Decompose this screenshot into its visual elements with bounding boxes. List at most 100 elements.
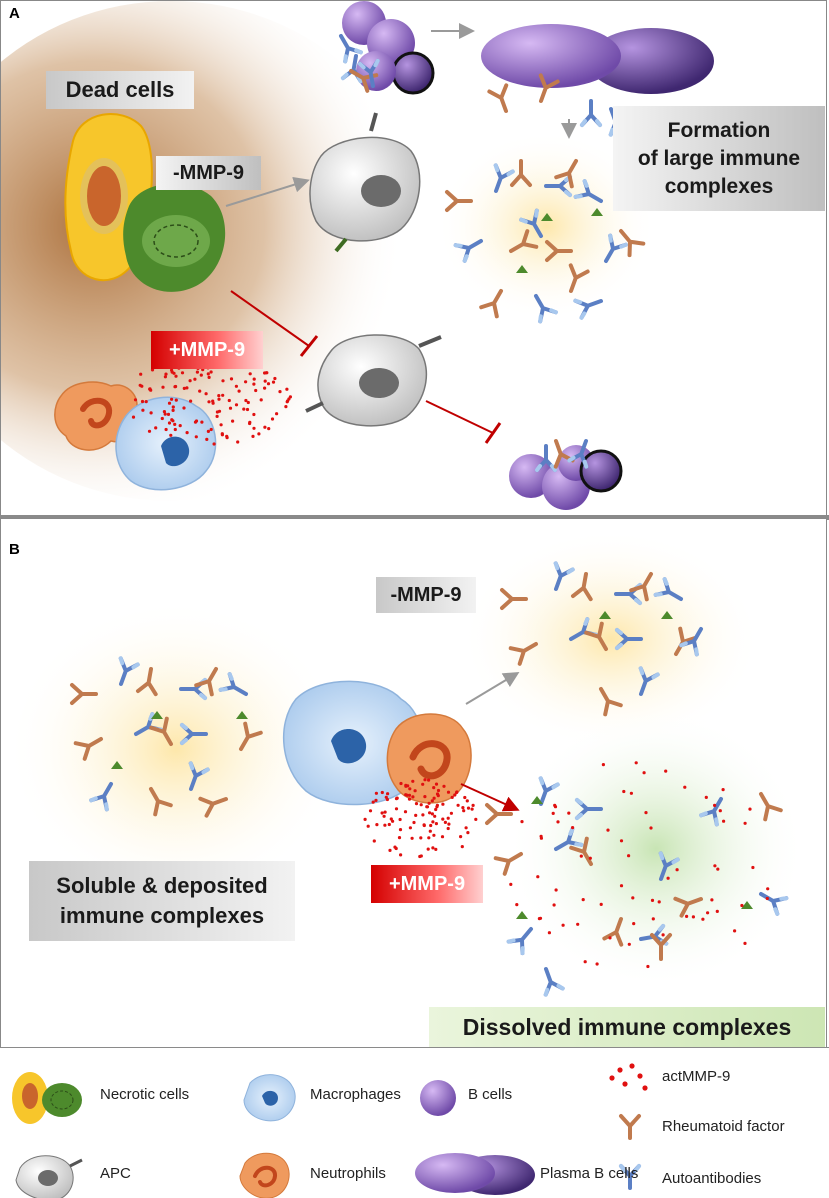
actmmp9-dot bbox=[520, 820, 524, 824]
actmmp9-dot bbox=[389, 817, 393, 821]
soluble-line-2: immune complexes bbox=[59, 903, 265, 928]
actmmp9-dot bbox=[408, 826, 412, 830]
actmmp9-dot bbox=[595, 962, 599, 966]
actmmp9-dot bbox=[170, 397, 174, 401]
actmmp9-dot bbox=[163, 375, 167, 379]
actmmp9-dot bbox=[411, 779, 415, 783]
actmmp9-dot bbox=[423, 778, 427, 782]
actmmp9-dot bbox=[405, 793, 409, 797]
formation-label: Formation of large immune complexes bbox=[613, 106, 825, 211]
actmmp9-dot bbox=[675, 868, 679, 872]
actmmp9-dot bbox=[174, 398, 178, 402]
actmmp9-dot bbox=[619, 839, 624, 843]
actmmp9-dot bbox=[164, 372, 168, 376]
soluble-line-1: Soluble & deposited bbox=[56, 873, 268, 898]
actmmp9-dot bbox=[601, 763, 606, 767]
actmmp9-dot bbox=[421, 813, 425, 817]
actmmp9-dot bbox=[207, 375, 211, 379]
actmmp9-dot bbox=[414, 813, 418, 817]
actmmp9-dot bbox=[263, 386, 267, 390]
actmmp9-dot bbox=[252, 412, 256, 417]
actmmp9-dot bbox=[432, 833, 436, 837]
actmmp9-dot bbox=[234, 384, 238, 388]
actmmp9-dot bbox=[164, 427, 168, 432]
actmmp9-dot bbox=[399, 853, 403, 857]
actmmp9-dot bbox=[242, 407, 246, 411]
actmmp9-dot bbox=[435, 805, 439, 809]
actmmp9-dot bbox=[718, 809, 722, 813]
actmmp9-dot bbox=[236, 440, 240, 444]
actmmp9-dot bbox=[538, 916, 543, 920]
actmmp9-dot bbox=[209, 370, 213, 374]
actmmp9-dot bbox=[407, 793, 412, 797]
actmmp9-dot bbox=[650, 898, 655, 902]
actmmp9-dot bbox=[634, 761, 638, 765]
actmmp9-dot bbox=[144, 400, 148, 404]
actmmp9-dot bbox=[606, 828, 610, 832]
actmmp9-dot bbox=[263, 371, 267, 375]
actmmp9-dot bbox=[174, 374, 178, 378]
actmmp9-dot bbox=[259, 398, 263, 402]
actmmp9-dot bbox=[536, 875, 540, 879]
actmmp9-dot bbox=[407, 797, 412, 801]
actmmp9-dot bbox=[288, 395, 292, 399]
actmmp9-dot bbox=[200, 420, 204, 424]
actmmp9-dot bbox=[162, 410, 166, 414]
actmmp9-dot bbox=[219, 423, 223, 427]
legend: Necrotic cells Macrophages B cells actMM… bbox=[0, 1048, 829, 1198]
actmmp9-dot bbox=[721, 788, 725, 792]
actmmp9-dot bbox=[205, 437, 209, 441]
actmmp9-dot bbox=[740, 903, 744, 908]
actmmp9-dot bbox=[231, 419, 235, 423]
dissolved-label: Dissolved immune complexes bbox=[429, 1007, 825, 1047]
actmmp9-dot bbox=[195, 370, 199, 374]
actmmp9-dot bbox=[285, 387, 289, 391]
actmmp9-dot bbox=[704, 795, 708, 799]
actmmp9-dot bbox=[380, 811, 384, 815]
actmmp9-dot bbox=[228, 406, 233, 410]
panel-b-letter: B bbox=[9, 541, 20, 558]
actmmp9-dot bbox=[722, 819, 726, 823]
actmmp9-dot bbox=[713, 803, 717, 807]
actmmp9-dot bbox=[278, 390, 282, 394]
actmmp9-dot bbox=[394, 807, 399, 811]
legend-apc-label: APC bbox=[100, 1165, 131, 1182]
actmmp9-dots-dissolved bbox=[509, 761, 770, 969]
actmmp9-dot bbox=[229, 377, 234, 381]
actmmp9-dot bbox=[166, 412, 171, 416]
actmmp9-dot bbox=[404, 783, 408, 787]
actmmp9-dot bbox=[385, 797, 389, 802]
actmmp9-dot bbox=[382, 814, 386, 818]
actmmp9-dot bbox=[429, 823, 433, 828]
actmmp9-dot bbox=[221, 393, 225, 397]
actmmp9-dot bbox=[215, 414, 219, 418]
actmmp9-dot bbox=[412, 820, 416, 825]
actmmp9-dot bbox=[733, 929, 737, 933]
actmmp9-dot bbox=[171, 408, 175, 412]
legend-autoantibody-icon bbox=[619, 1164, 641, 1190]
actmmp9-dot bbox=[627, 854, 631, 858]
actmmp9-dot bbox=[441, 802, 445, 806]
actmmp9-dot bbox=[217, 397, 221, 401]
actmmp9-dot bbox=[266, 382, 271, 386]
actmmp9-dot bbox=[215, 410, 219, 414]
actmmp9-dot bbox=[171, 405, 175, 409]
intact-immune-complex-icon bbox=[500, 561, 711, 717]
actmmp9-dot bbox=[716, 867, 720, 871]
actmmp9-dot bbox=[275, 412, 279, 416]
formation-line-2: of large immune bbox=[637, 146, 801, 170]
actmmp9-dot bbox=[408, 787, 412, 791]
actmmp9-dot bbox=[715, 909, 719, 913]
actmmp9-dot bbox=[383, 810, 387, 814]
plus-mmp9-label-b: +MMP-9 bbox=[371, 865, 483, 903]
actmmp9-dot bbox=[571, 826, 575, 830]
actmmp9-dot bbox=[182, 406, 186, 410]
actmmp9-dot bbox=[374, 798, 378, 802]
actmmp9-dot bbox=[428, 811, 432, 815]
actmmp9-dot bbox=[683, 785, 687, 789]
plasma-b-cells-icon bbox=[481, 24, 714, 94]
actmmp9-dot bbox=[163, 412, 167, 416]
actmmp9-dot bbox=[204, 392, 208, 396]
b-cells-bottom-icon bbox=[509, 435, 623, 510]
actmmp9-dot bbox=[221, 379, 225, 383]
